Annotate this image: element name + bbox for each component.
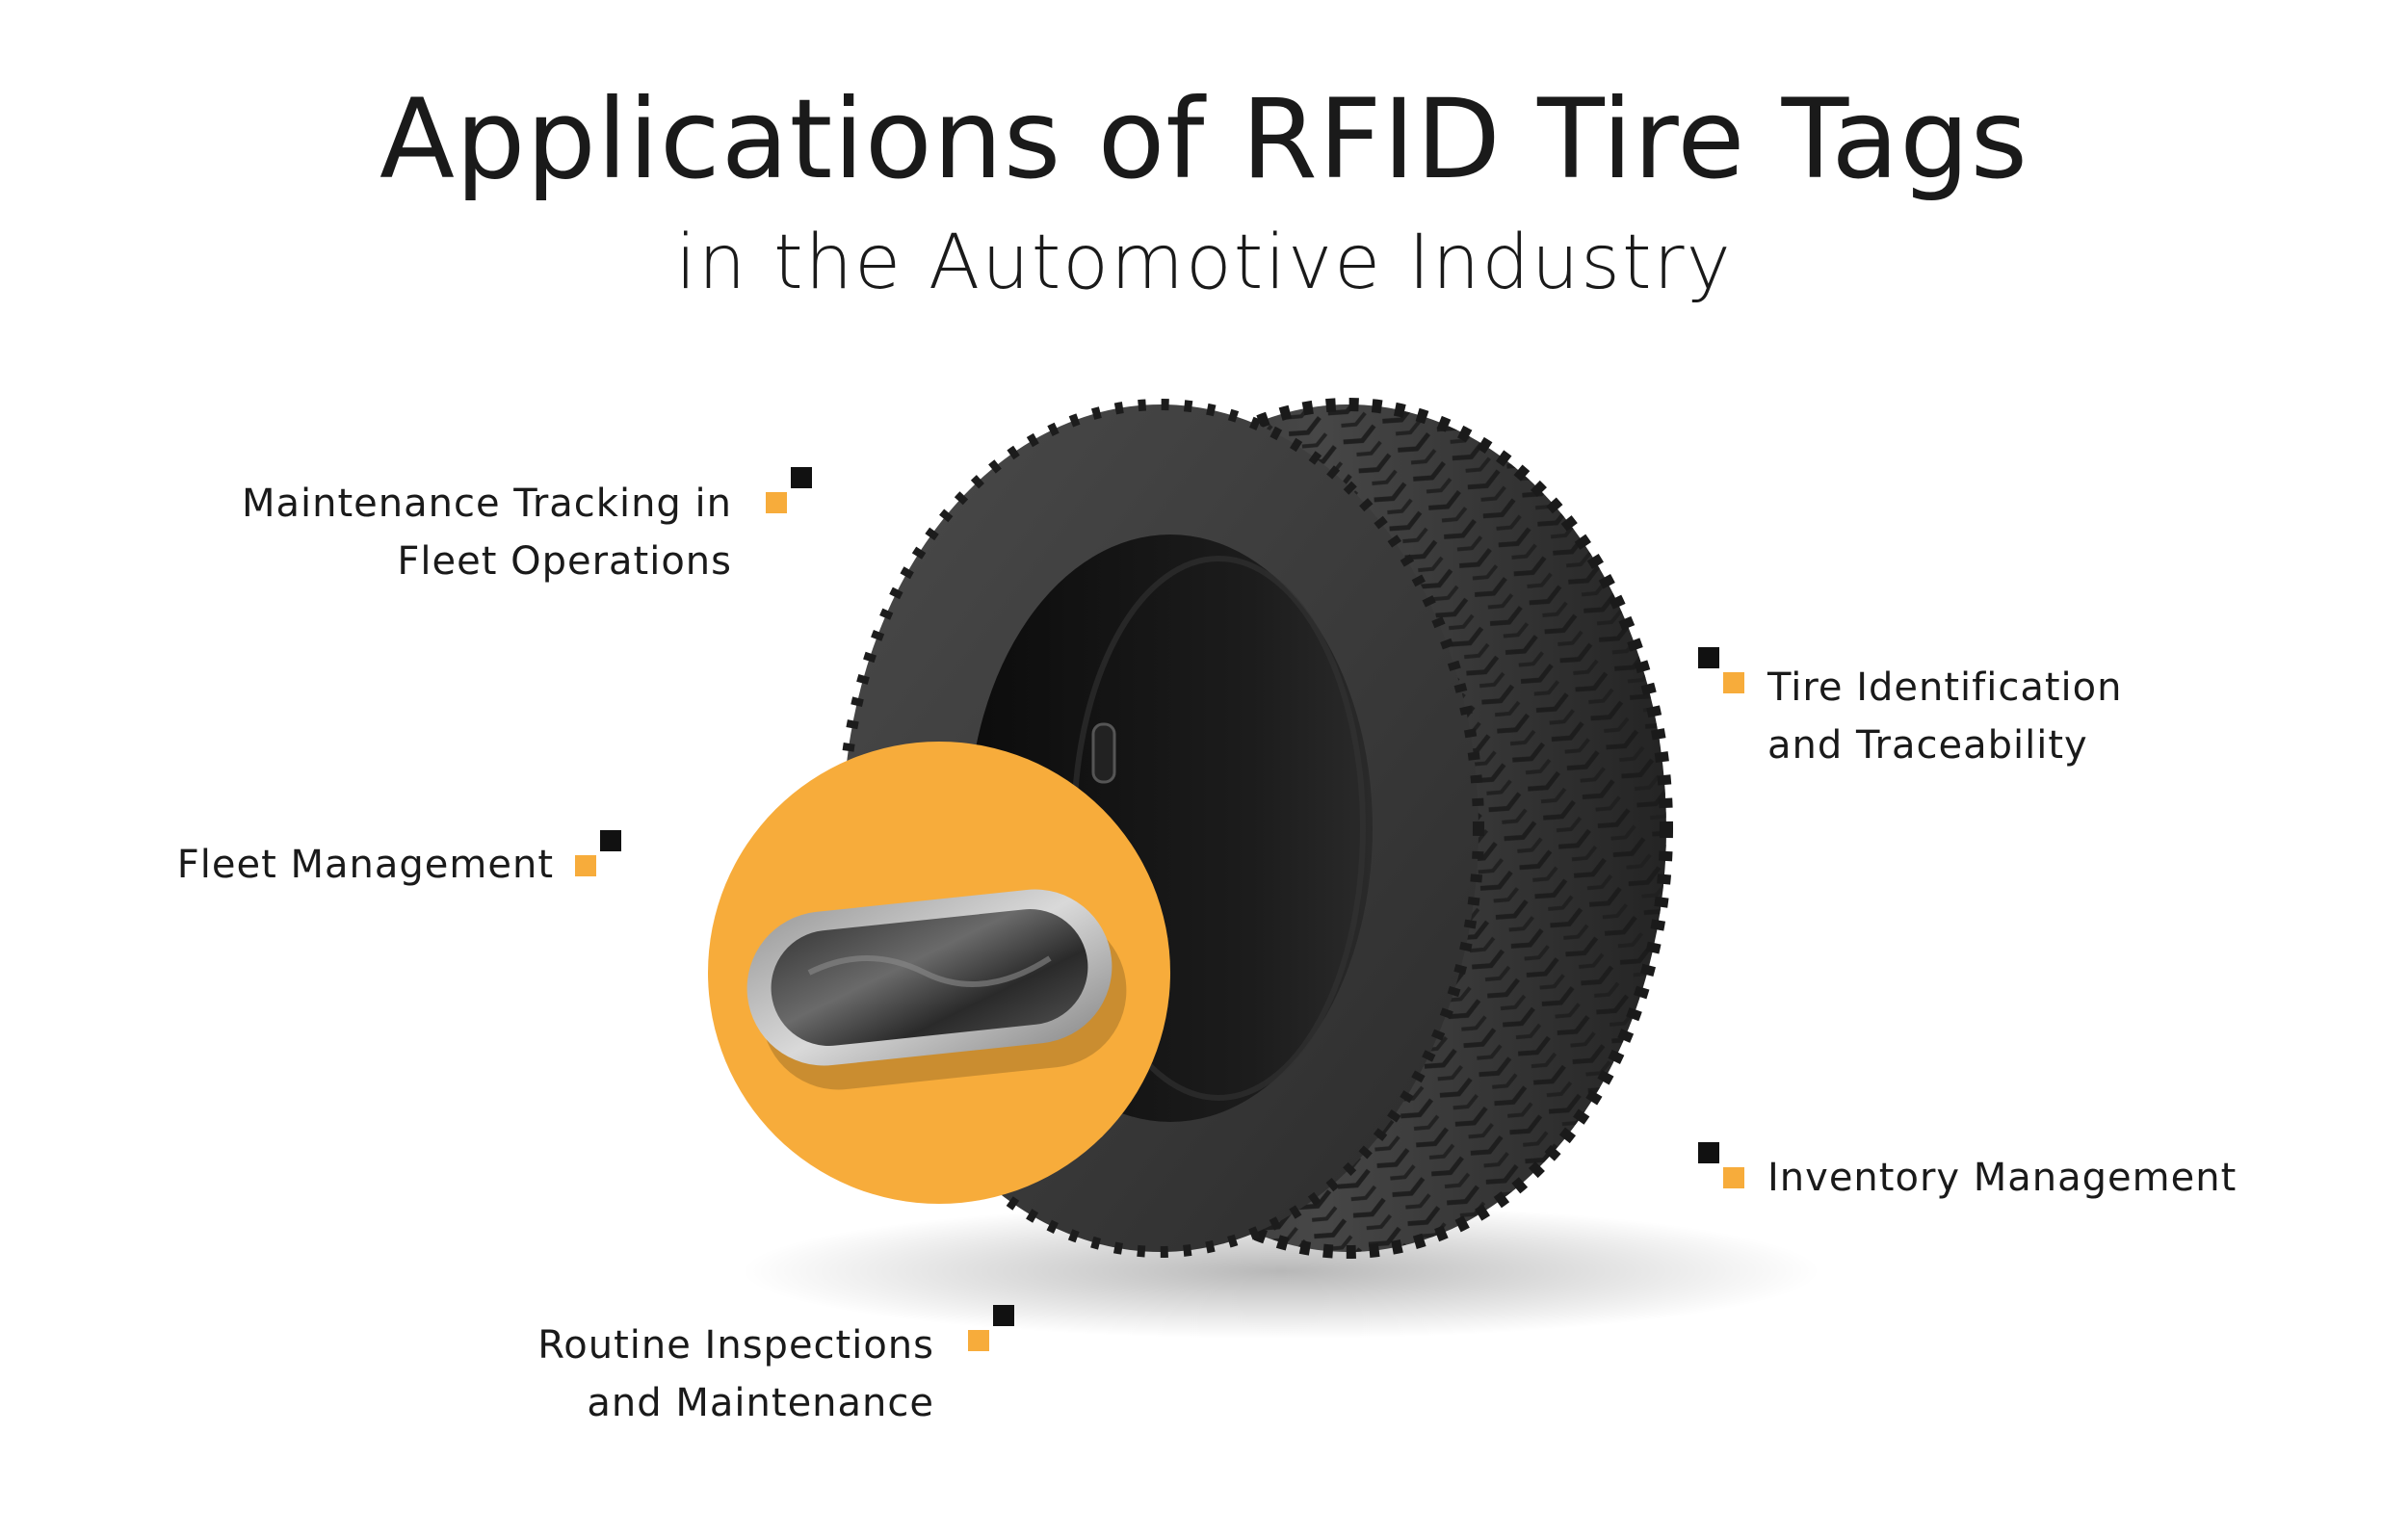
label-maintenance-tracking-line1: Maintenance Tracking in — [241, 482, 732, 526]
label-routine-inspections-line2: and Maintenance — [587, 1381, 934, 1425]
label-tire-identification-line1: Tire Identification — [1767, 665, 2123, 710]
bullet-marker-icon — [968, 1305, 1014, 1351]
bullet-marker-icon — [1698, 1142, 1744, 1188]
label-inventory-management: Inventory Management — [1767, 1149, 2237, 1207]
bullet-marker-icon — [575, 830, 621, 876]
bullet-marker-icon — [766, 467, 812, 513]
label-routine-inspections: Routine Inspections and Maintenance — [443, 1316, 934, 1432]
label-inventory-management-line1: Inventory Management — [1767, 1156, 2238, 1200]
label-routine-inspections-line1: Routine Inspections — [537, 1323, 934, 1368]
label-fleet-management-line1: Fleet Management — [176, 843, 554, 887]
bullet-marker-icon — [1698, 647, 1744, 693]
label-fleet-management: Fleet Management — [116, 836, 554, 894]
label-maintenance-tracking: Maintenance Tracking in Fleet Operations — [173, 475, 732, 590]
label-tire-identification-line2: and Traceability — [1767, 723, 2088, 768]
page-subtitle: in the Automotive Industry — [675, 220, 1733, 306]
page-title: Applications of RFID Tire Tags — [379, 75, 2029, 203]
label-tire-identification: Tire Identification and Traceability — [1767, 659, 2122, 774]
label-maintenance-tracking-line2: Fleet Operations — [397, 539, 732, 584]
